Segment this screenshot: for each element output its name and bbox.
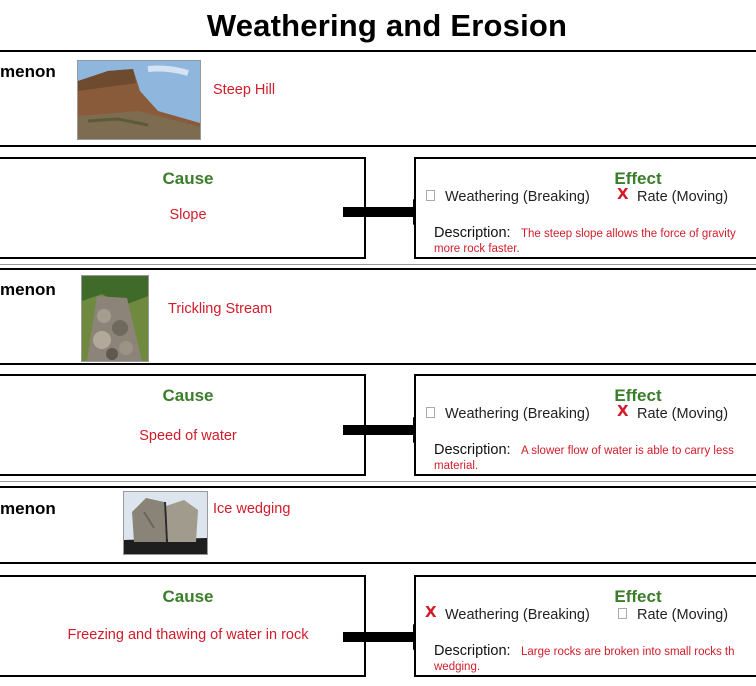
rate-option-2[interactable]: X Rate (Moving)	[617, 402, 729, 422]
description-label-3: Description:	[434, 643, 511, 659]
cause-title-2: Cause	[162, 386, 214, 405]
description-text-3: Large rocks are broken into small rocks …	[521, 646, 735, 658]
description-1: Description: The steep slope allows the …	[434, 225, 756, 242]
cause-text-2: Speed of water	[139, 428, 237, 444]
description-2: Description: A slower flow of water is a…	[434, 442, 756, 459]
rate-option-3[interactable]: Rate (Moving)	[618, 607, 728, 623]
x-mark-icon: X	[617, 402, 629, 420]
cause-title-1: Cause	[162, 169, 214, 188]
phenomenon-name-1: Steep Hill	[213, 82, 276, 98]
description-text-2: A slower flow of water is able to carry …	[521, 445, 734, 457]
cause-text-1: Slope	[169, 207, 207, 223]
cause-title-3: Cause	[162, 587, 214, 606]
weathering-option-3[interactable]: X Weathering (Breaking)	[425, 603, 590, 623]
description-text-cont-1: more rock faster.	[434, 243, 520, 255]
phenomenon-box-3	[0, 486, 756, 564]
rate-label-3: Rate (Moving)	[637, 607, 729, 623]
weathering-option-1[interactable]: Weathering (Breaking)	[426, 189, 590, 205]
trickling-stream-photo	[81, 275, 149, 362]
divider-2	[0, 481, 756, 482]
x-mark-icon: X	[617, 185, 629, 203]
description-text-cont-2: material.	[434, 460, 479, 472]
phenomenon-name-2: Trickling Stream	[168, 301, 273, 317]
effect-title-1: Effect	[614, 169, 662, 188]
description-3: Description: Large rocks are broken into…	[434, 643, 756, 660]
effect-title-2: Effect	[614, 386, 662, 405]
rate-option-1[interactable]: X Rate (Moving)	[617, 185, 729, 205]
effect-box-1: Effect Weathering (Breaking) X Rate (Movi…	[414, 157, 756, 259]
cause-box-2: Cause Speed of water	[0, 374, 366, 476]
description-text-1: The steep slope allows the force of grav…	[521, 228, 736, 240]
phenomenon-label-3: menon	[0, 499, 56, 518]
phenomenon-label-1: menon	[0, 62, 56, 81]
x-mark-icon: X	[425, 603, 437, 621]
rate-label-2: Rate (Moving)	[637, 406, 729, 422]
divider-1	[0, 264, 756, 265]
effect-title-3: Effect	[614, 587, 662, 606]
steep-hill-photo	[77, 60, 201, 140]
ice-wedging-photo	[123, 491, 208, 555]
cause-text-3: Freezing and thawing of water in rock	[67, 627, 309, 643]
rate-checkbox-2[interactable]: X	[617, 402, 629, 420]
phenomenon-name-3: Ice wedging	[213, 501, 291, 517]
effect-box-2: Effect Weathering (Breaking) X Rate (Movi…	[414, 374, 756, 476]
rate-label-1: Rate (Moving)	[637, 189, 729, 205]
effect-box-3: Effect X Weathering (Breaking) Rate (Movi…	[414, 575, 756, 677]
weathering-label-2: Weathering (Breaking)	[445, 406, 590, 422]
weathering-checkbox-2[interactable]	[426, 407, 435, 418]
weathering-label-1: Weathering (Breaking)	[445, 189, 590, 205]
page-title: Weathering and Erosion	[206, 8, 568, 43]
weathering-checkbox-3[interactable]: X	[425, 603, 437, 621]
cause-box-1: Cause Slope	[0, 157, 366, 259]
description-label-2: Description:	[434, 442, 511, 458]
phenomenon-label-2: menon	[0, 280, 56, 299]
weathering-label-3: Weathering (Breaking)	[445, 607, 590, 623]
weathering-option-2[interactable]: Weathering (Breaking)	[426, 406, 590, 422]
rate-checkbox-3[interactable]	[618, 608, 627, 619]
cause-box-3: Cause Freezing and thawing of water in r…	[0, 575, 366, 677]
rate-checkbox-1[interactable]: X	[617, 185, 629, 203]
weathering-checkbox-1[interactable]	[426, 190, 435, 201]
description-label-1: Description:	[434, 225, 511, 241]
description-text-cont-3: wedging.	[434, 661, 481, 673]
